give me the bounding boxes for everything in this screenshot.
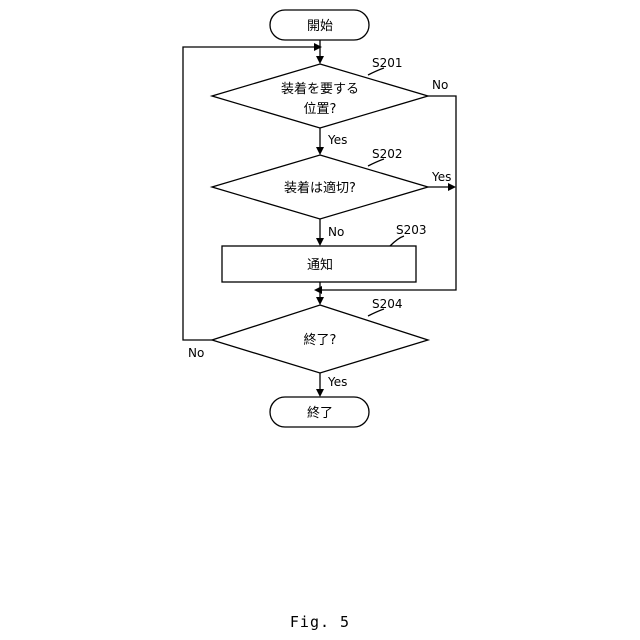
step-id-s203: S203 xyxy=(396,223,427,237)
arrowhead-loop xyxy=(314,43,322,51)
arrowhead-s202-yes xyxy=(448,183,456,191)
s201-text-line2: 位置? xyxy=(304,102,337,117)
s201-yes-label: Yes xyxy=(327,133,347,147)
arrowhead-s204-in xyxy=(316,297,324,305)
step-id-s202: S202 xyxy=(372,147,403,161)
step-id-s204: S204 xyxy=(372,297,403,311)
arrowhead-end-in xyxy=(316,389,324,397)
s203-leader xyxy=(390,236,404,246)
s201-no-label: No xyxy=(432,78,448,92)
s204-yes-label: Yes xyxy=(327,375,347,389)
end-label: 終了 xyxy=(307,405,333,421)
arrowhead-s201-in xyxy=(316,56,324,64)
step-id-s201: S201 xyxy=(372,56,403,70)
arrowhead-s203-in xyxy=(316,238,324,246)
arrowhead-s202-in xyxy=(316,147,324,155)
s201-text-line1: 装着を要する xyxy=(281,81,359,97)
arrowhead-merge xyxy=(314,286,322,294)
start-label: 開始 xyxy=(307,19,333,34)
s202-yes-label: Yes xyxy=(431,170,451,184)
figure-caption: Fig. 5 xyxy=(290,613,350,631)
s203-text: 通知 xyxy=(307,257,333,273)
s202-no-label: No xyxy=(328,225,344,239)
s204-text: 終了? xyxy=(304,332,337,348)
s202-text: 装着は適切? xyxy=(284,180,356,196)
s204-no-label: No xyxy=(188,346,204,360)
